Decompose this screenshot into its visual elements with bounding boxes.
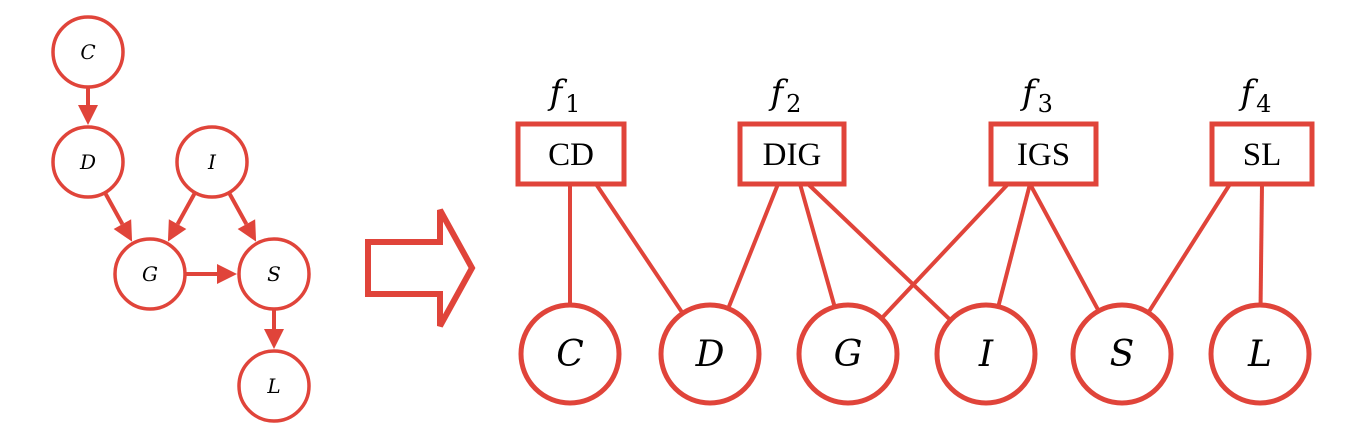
- factor-edge-f3-I: [996, 183, 1032, 308]
- bayes-node-circle: [51, 15, 125, 89]
- factor-box-label: SL: [1243, 137, 1282, 173]
- variable-label: L: [1247, 334, 1272, 375]
- factor-box-label: IGS: [1017, 137, 1070, 173]
- bayes-node-L: L: [237, 349, 311, 423]
- bayes-edge-arrowhead-I-S: [237, 219, 257, 242]
- bayes-node-circle: [237, 237, 311, 311]
- variable-circle: [658, 302, 762, 406]
- factor-title-subscript: 3: [1038, 90, 1053, 118]
- factor-variable-I: I: [934, 302, 1038, 406]
- variable-circle: [518, 302, 622, 406]
- bayes-node-label: L: [266, 374, 280, 398]
- hollow-right-arrow-icon: [365, 208, 476, 328]
- factor-box: [515, 121, 627, 187]
- factor-edge-f4-L: [1258, 183, 1264, 306]
- factor-box-label: CD: [548, 137, 594, 173]
- factor-box: [1209, 121, 1315, 187]
- factor-edge-f4-S: [1146, 182, 1232, 314]
- factor-box: [737, 121, 847, 187]
- bayes-edge-D-G: [103, 192, 125, 226]
- factor-edge-f2-I: [806, 182, 952, 322]
- bayes-node-I: I: [175, 125, 249, 199]
- bayes-node-label: I: [207, 150, 217, 174]
- bayes-node-label: G: [142, 262, 158, 286]
- factor-graph-edges: [568, 182, 1264, 322]
- variable-label: C: [556, 334, 584, 375]
- factor-edge-f3-S: [1028, 183, 1101, 312]
- factor-variable-G: G: [796, 302, 900, 406]
- factor-variable-S: S: [1070, 302, 1174, 406]
- bayes-node-S: S: [237, 237, 311, 311]
- factor-variable-D: D: [658, 302, 762, 406]
- factor-title-subscript: 2: [786, 90, 801, 118]
- bayes-edge-arrowhead-D-G: [113, 219, 133, 242]
- variable-label: D: [695, 334, 725, 375]
- bayes-node-circle: [113, 237, 187, 311]
- factor-variable-L: L: [1208, 302, 1312, 406]
- factor-variable-C: C: [518, 302, 622, 406]
- factor-box-label: DIG: [763, 137, 822, 173]
- bayes-node-circle: [175, 125, 249, 199]
- variable-label: I: [978, 334, 994, 375]
- bayes-node-C: C: [51, 15, 125, 89]
- factor-title-subscript: 1: [565, 90, 580, 118]
- bayes-net-nodes: C D I G S L: [51, 15, 311, 423]
- bayes-edge-arrowhead-S-L: [264, 329, 284, 349]
- factor-edge-f1-D: [594, 182, 685, 315]
- bayes-node-circle: [51, 125, 125, 199]
- variable-label: S: [1110, 334, 1135, 375]
- bayes-edge-arrowhead-C-D: [78, 105, 98, 125]
- variable-label: G: [834, 334, 863, 375]
- bayes-node-label: C: [80, 40, 95, 64]
- variable-circle: [796, 302, 900, 406]
- variable-circle: [1070, 302, 1174, 406]
- variable-circle: [1208, 302, 1312, 406]
- bayes-node-D: D: [51, 125, 125, 199]
- bayes-node-label: D: [79, 150, 96, 174]
- bayes-edge-arrowhead-G-S: [217, 264, 237, 284]
- factor-edge-f2-D: [726, 183, 780, 310]
- factor-edge-f2-G: [798, 183, 837, 308]
- factor-title-subscript: 4: [1256, 90, 1271, 118]
- bayes-net-edges: [78, 88, 284, 349]
- bayes-node-label: S: [267, 262, 281, 286]
- factor-edge-f3-G: [880, 182, 1010, 320]
- bayes-node-G: G: [113, 237, 187, 311]
- bayes-edge-arrowhead-I-G: [167, 219, 187, 242]
- bayes-net: C D I G S L: [51, 15, 311, 423]
- bayes-node-circle: [237, 349, 311, 423]
- factor-box: [988, 121, 1099, 187]
- bayes-edge-I-S: [227, 192, 249, 226]
- bayes-edge-I-G: [175, 192, 197, 226]
- variable-circle: [934, 302, 1038, 406]
